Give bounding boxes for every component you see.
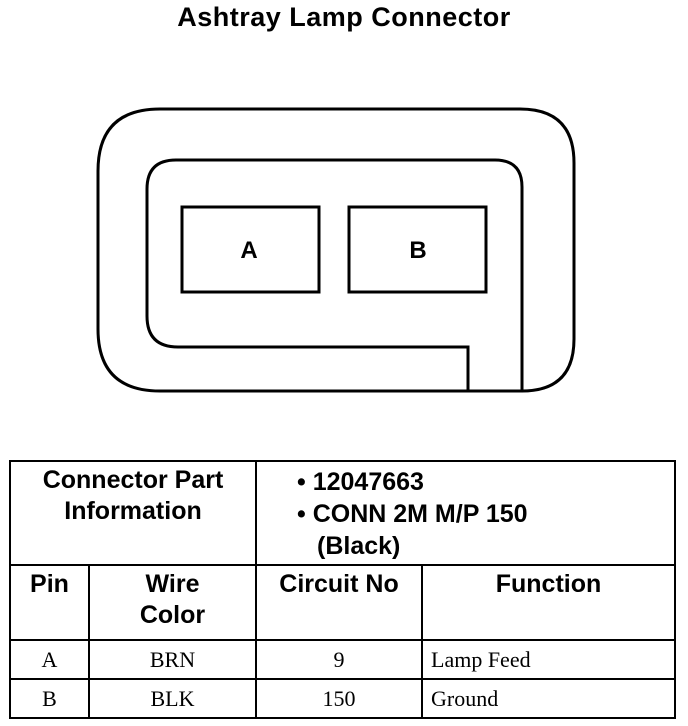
row-b-circuit: 150 [255,678,423,719]
header-function: Function [421,564,676,641]
connector-diagram: A B [96,107,576,393]
header-wire-color: Wire Color [88,564,257,641]
header-circuit-no: Circuit No [255,564,423,641]
part-info-label-line1: Connector Part [42,466,224,494]
table-row: A BRN 9 Lamp Feed [9,639,676,680]
row-b-pin: B [9,678,90,719]
row-a-circuit: 9 [255,639,423,680]
part-info-value-cell: • 12047663 • CONN 2M M/P 150 (Black) [255,460,676,566]
part-info-row: Connector Part Information • 12047663 • … [9,460,676,566]
table-row: B BLK 150 Ground [9,678,676,719]
connector-color: (Black) [317,532,401,560]
row-a-function: Lamp Feed [421,639,676,680]
row-a-pin: A [9,639,90,680]
connector-description: • CONN 2M M/P 150 [297,500,528,528]
pin-b-label: B [409,237,426,264]
row-b-wire-color: BLK [88,678,257,719]
pin-b-cavity [347,205,488,294]
connector-housing-outer [96,107,576,393]
diagram-title: Ashtray Lamp Connector [177,2,511,32]
connector-housing-inner [145,158,524,391]
part-info-label-cell: Connector Part Information [9,460,257,566]
header-pin: Pin [9,564,90,641]
header-wire-color-line1: Wire [145,570,200,598]
header-wire-color-line2: Color [139,601,206,629]
row-b-function: Ground [421,678,676,719]
row-a-wire-color: BRN [88,639,257,680]
header-row: Pin Wire Color Circuit No Function [9,564,676,641]
part-number: • 12047663 [297,468,424,496]
part-info-label-line2: Information [64,497,202,525]
pin-a-cavity [180,205,321,294]
connector-info-table: Connector Part Information • 12047663 • … [9,460,676,719]
pin-a-label: A [240,237,257,264]
